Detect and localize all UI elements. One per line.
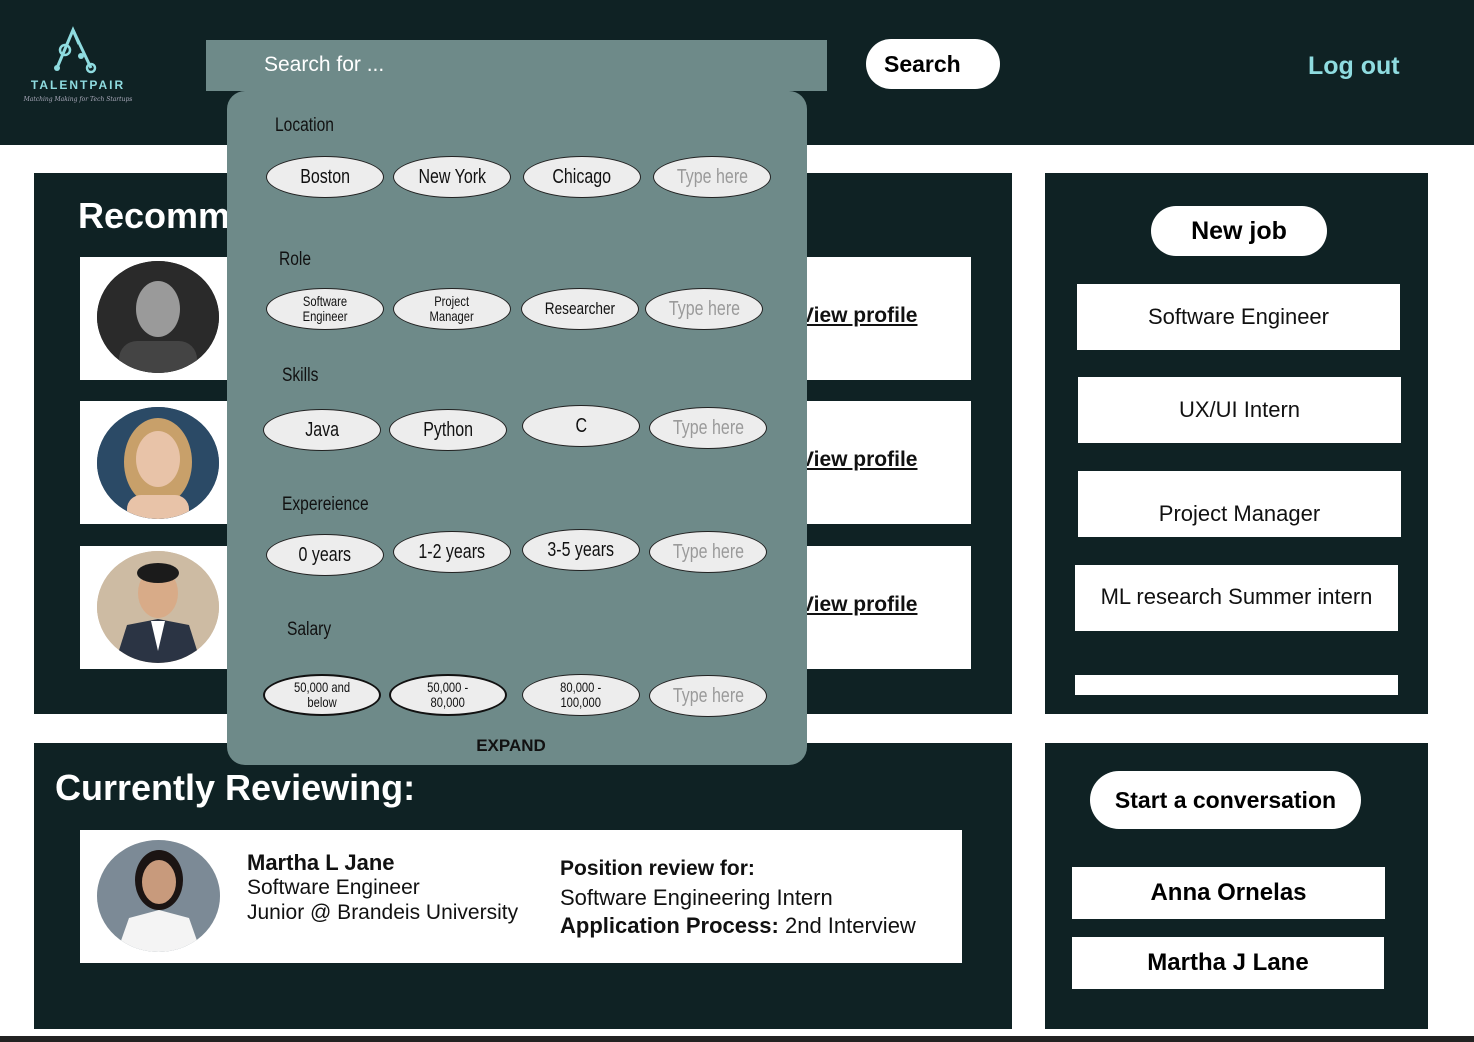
filter-chip-project-manager[interactable]: Project Manager <box>393 288 511 330</box>
search-input[interactable] <box>264 48 804 82</box>
conversations-panel: Start a conversation Anna Ornelas Martha… <box>1045 743 1428 1029</box>
filter-input-skills[interactable]: Type here <box>649 407 767 449</box>
search-filter-dropdown: Location Boston New York Chicago Type he… <box>227 91 807 765</box>
process-value: 2nd Interview <box>784 913 916 938</box>
filter-label-role: Role <box>279 249 312 270</box>
reviewing-role: Software Engineer <box>247 876 420 899</box>
filter-label-skills: Skills <box>282 365 319 386</box>
avatar <box>97 840 220 952</box>
position-label: Position review for: <box>560 857 755 880</box>
logo-name: TALENTPAIR <box>30 78 126 92</box>
reviewing-panel: Currently Reviewing: Martha L Jane Softw… <box>34 743 1012 1029</box>
filter-label-salary: Salary <box>287 619 332 640</box>
reviewing-card: Martha L Jane Software Engineer Junior @… <box>80 830 962 963</box>
view-profile-link[interactable]: View profile <box>800 593 918 616</box>
filter-chip-boston[interactable]: Boston <box>266 156 384 198</box>
filter-input-salary[interactable]: Type here <box>649 675 767 717</box>
filter-chip-chicago[interactable]: Chicago <box>523 156 641 198</box>
filter-chip-salary-50k-80k[interactable]: 50,000 - 80,000 <box>389 674 507 716</box>
job-item[interactable]: Project Manager <box>1078 471 1401 537</box>
filter-label-experience: Expereience <box>282 494 369 515</box>
start-conversation-button[interactable]: Start a conversation <box>1090 771 1361 829</box>
job-item[interactable]: Software Engineer <box>1077 284 1400 350</box>
filter-chip-salary-below-50k[interactable]: 50,000 and below <box>263 674 381 716</box>
avatar <box>97 551 219 663</box>
filter-chip-researcher[interactable]: Researcher <box>521 288 639 330</box>
application-process: Application Process: 2nd Interview <box>560 913 916 939</box>
talentpair-logo-icon <box>54 26 97 74</box>
filter-chip-python[interactable]: Python <box>389 409 507 451</box>
filter-chip-1-2-years[interactable]: 1-2 years <box>393 531 511 573</box>
filter-chip-java[interactable]: Java <box>263 409 381 451</box>
reviewing-title: Currently Reviewing: <box>55 767 416 808</box>
job-item[interactable]: ML research Summer intern <box>1075 565 1398 631</box>
expand-button[interactable]: EXPAND <box>476 736 546 755</box>
logo[interactable]: TALENTPAIR Matching Making for Tech Star… <box>18 26 138 110</box>
reviewing-school: Junior @ Brandeis University <box>247 901 519 924</box>
filter-chip-salary-80k-100k[interactable]: 80,000 - 100,000 <box>522 674 640 716</box>
filter-input-role[interactable]: Type here <box>645 288 763 330</box>
search-bar <box>206 40 827 91</box>
filter-chip-3-5-years[interactable]: 3-5 years <box>522 529 640 571</box>
filter-chip-0-years[interactable]: 0 years <box>266 534 384 576</box>
conversation-item[interactable]: Anna Ornelas <box>1072 867 1385 919</box>
search-button[interactable]: Search <box>866 39 1000 89</box>
view-profile-link[interactable]: View profile <box>800 304 918 327</box>
view-profile-link[interactable]: View profile <box>800 448 918 471</box>
jobs-panel: New job Software Engineer UX/UI Intern P… <box>1045 173 1428 714</box>
filter-chip-c[interactable]: C <box>522 405 640 447</box>
filter-chip-software-engineer[interactable]: Software Engineer <box>266 288 384 330</box>
process-label: Application Process: <box>560 913 779 938</box>
avatar <box>97 261 219 373</box>
filter-input-experience[interactable]: Type here <box>649 531 767 573</box>
filter-input-location[interactable]: Type here <box>653 156 771 198</box>
avatar <box>97 407 219 519</box>
new-job-button[interactable]: New job <box>1151 206 1327 256</box>
job-item[interactable] <box>1075 675 1398 695</box>
filter-label-location: Location <box>275 115 334 136</box>
conversation-item[interactable]: Martha J Lane <box>1072 937 1384 989</box>
bottom-border <box>0 1036 1474 1042</box>
logout-link[interactable]: Log out <box>1308 52 1400 80</box>
reviewing-name: Martha L Jane <box>247 850 395 875</box>
position-value: Software Engineering Intern <box>560 885 833 910</box>
filter-chip-new-york[interactable]: New York <box>393 156 511 198</box>
logo-tagline: Matching Making for Tech Startups <box>23 96 133 103</box>
job-item[interactable]: UX/UI Intern <box>1078 377 1401 443</box>
